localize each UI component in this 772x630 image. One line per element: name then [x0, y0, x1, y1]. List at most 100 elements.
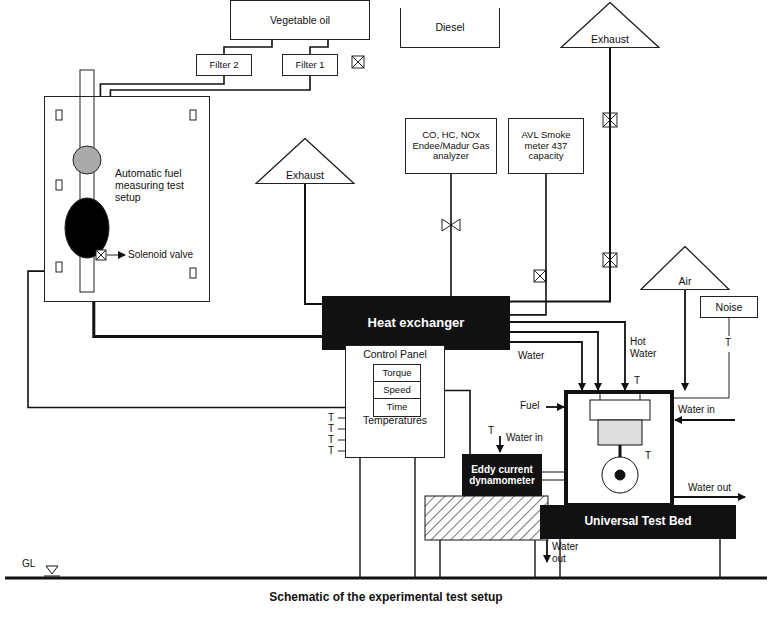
water-lines-part — [684, 290, 686, 390]
fuel-measuring-setup: Automatic fuel measuring test setup — [44, 96, 210, 302]
exhaust-valve-part — [534, 270, 546, 282]
noise-sensor-box: Noise — [700, 296, 758, 318]
diesel-tank: Diesel — [400, 8, 500, 48]
stands-part — [439, 540, 441, 578]
water-lines-part — [499, 436, 501, 452]
burette-part — [80, 70, 94, 292]
exhaust-valve-part — [534, 270, 546, 282]
noise-probe-part — [729, 318, 730, 336]
filter-box: Filter 2 — [196, 54, 252, 76]
sensor-tag: T — [328, 412, 334, 424]
sensor-tag: T — [725, 337, 731, 349]
burette-part — [56, 262, 62, 272]
shaft-and-cylinder-part — [542, 472, 566, 473]
pipe-line — [100, 76, 224, 96]
burette-part — [73, 146, 101, 174]
pipe-line — [224, 40, 272, 54]
node-text: Automatic fuel measuring test setup — [115, 167, 207, 203]
shaft-and-cylinder-part — [425, 496, 548, 540]
stands-part — [534, 540, 536, 578]
node-text: Speed — [380, 385, 413, 396]
stands-part — [719, 539, 721, 578]
ground-line-part — [5, 577, 767, 580]
roof-shape — [256, 138, 354, 183]
water-lines-part — [510, 322, 625, 390]
isolation-valve-part — [352, 56, 364, 68]
burette-part — [190, 110, 196, 120]
node-text: Eddy current dynamometer — [463, 464, 541, 487]
engine-part — [600, 394, 601, 400]
pipe-line — [510, 174, 546, 315]
flow-label: Fuel — [520, 400, 539, 412]
ground-line-part — [44, 576, 60, 577]
control-panel: Control PanelTemperaturesTorqueSpeedTime — [345, 345, 445, 458]
display-box: Time — [373, 398, 421, 417]
engine-part — [598, 420, 642, 445]
node-text: Torque — [379, 368, 414, 379]
exhaust-outlet: Exhaust — [255, 138, 355, 184]
stands-part — [359, 458, 361, 578]
isolation-valve-part — [352, 56, 364, 68]
flow-label: Water out — [552, 541, 586, 564]
node-text: Diesel — [432, 21, 467, 33]
node-text: Vegetable oil — [267, 14, 333, 26]
node-text: Air — [676, 275, 695, 287]
figure-caption: Schematic of the experimental test setup — [0, 590, 772, 604]
burette-part — [96, 250, 106, 260]
burette-part — [56, 180, 62, 190]
water-lines-part — [546, 540, 548, 562]
smoke-meter-box: AVL Smoke meter 437 capacity — [508, 118, 584, 174]
water-lines-part — [546, 406, 564, 408]
panel-displays-part — [338, 429, 345, 430]
node-text: Universal Test Bed — [581, 515, 694, 529]
isolation-valve-part — [352, 56, 364, 68]
shaft-and-cylinder-part — [542, 480, 566, 481]
pipe-line — [94, 302, 322, 337]
water-lines-part — [674, 496, 745, 498]
noise-probe — [674, 318, 729, 398]
ground-label: GL — [22, 558, 35, 570]
sensor-tag: T — [645, 450, 651, 462]
burette-part — [190, 268, 196, 278]
burette-part — [96, 250, 106, 260]
test-bed: Universal Test Bed — [540, 505, 736, 539]
pipe-line — [305, 184, 322, 304]
node-text: Time — [384, 402, 411, 413]
exhaust-valve-part — [534, 270, 546, 282]
engine-part — [566, 392, 672, 505]
water-lines-part — [675, 419, 735, 421]
engine-part — [602, 457, 638, 493]
engine-part — [640, 394, 641, 400]
roof-shape — [641, 246, 729, 289]
pipe-line — [310, 40, 328, 54]
node-text: Control Panel — [360, 348, 430, 360]
stands-part — [414, 458, 416, 578]
noise-probe-part — [674, 352, 729, 398]
ground-line-part — [46, 566, 58, 574]
flow-label: Water in — [506, 432, 543, 444]
air-inlet: Air — [640, 246, 730, 290]
burette-part — [56, 110, 62, 120]
node-text: Noise — [713, 301, 746, 313]
engine-part — [615, 470, 625, 480]
flow-label: Water out — [688, 482, 731, 494]
heat-exchanger-box: Heat exchanger — [322, 296, 510, 350]
roof-shape — [561, 2, 659, 47]
callout-label: Solenoid valve — [128, 249, 193, 261]
exhaust-outlet: Exhaust — [560, 2, 660, 48]
node-text: Filter 2 — [206, 60, 241, 71]
sensor-tag: T — [328, 423, 334, 435]
pipe-line — [510, 48, 610, 301]
node-text: CO, HC, NOx Endee/Madur Gas analyzer — [406, 130, 496, 163]
sensor-tag: T — [328, 434, 334, 446]
panel-displays-part — [338, 418, 345, 419]
burette-part — [65, 198, 109, 258]
ground-line — [5, 566, 767, 578]
flow-label: Water in — [678, 404, 715, 416]
burette-part — [96, 250, 106, 260]
water-lines-part — [510, 332, 598, 390]
node-text: AVL Smoke meter 437 capacity — [509, 130, 583, 163]
pipe-line — [110, 76, 310, 96]
water-lines-part — [510, 342, 582, 390]
engine-part — [590, 400, 650, 420]
